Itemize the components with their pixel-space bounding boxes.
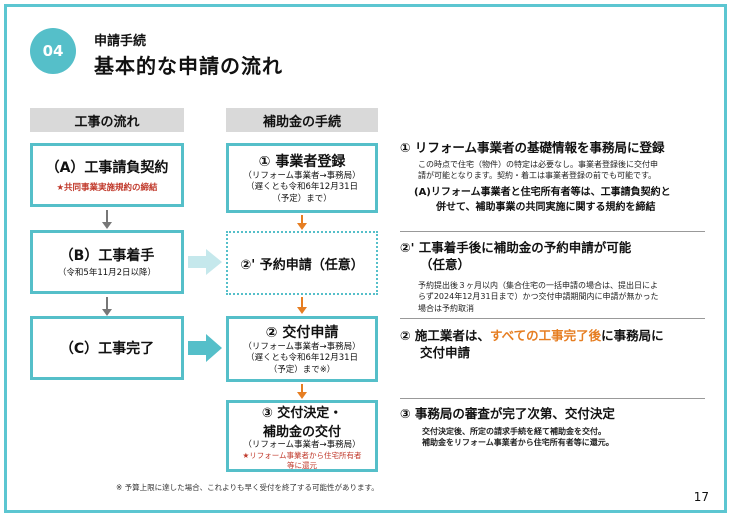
subsidy-procedure-header: 補助金の手続 — [226, 108, 378, 132]
grant-decision-return-note-1: ★リフォーム事業者から住宅所有者 — [242, 450, 362, 460]
business-registration-deadline: （遅くとも令和6年12月31日 — [245, 182, 359, 193]
grant-decision-box: ③ 交付決定・ 補助金の交付 （リフォーム事業者→事務局） ★リフォーム事業者か… — [226, 400, 378, 472]
section-number-badge: 04 — [30, 28, 76, 74]
step-1-sub-2: 併せて、補助事業の共同実施に関する規約を締結 — [436, 201, 656, 213]
application-arrow-icon — [188, 334, 222, 362]
step-2p-text-3: 場合は予約取消 — [418, 303, 474, 313]
step-2-description: ② 施工業者は、すべての工事完了後に事務局に 交付申請 — [400, 328, 700, 362]
grant-decision-title-1: ③ 交付決定・ — [261, 405, 343, 421]
divider-3 — [400, 398, 705, 399]
reservation-arrow-icon — [188, 249, 222, 275]
grant-application-box: ② 交付申請 （リフォーム事業者→事務局） （遅くとも令和6年12月31日 （予… — [226, 316, 378, 382]
footnote: ※ 予算上限に達した場合、これよりも早く受付を終了する可能性があります。 — [116, 483, 379, 492]
step-1-heading: ① リフォーム事業者の基礎情報を事務局に登録 — [400, 140, 665, 155]
step-2-heading-highlight: すべての工事完了後 — [489, 328, 602, 343]
flow-arrow-a-b — [102, 210, 112, 229]
grant-decision-return-note-2: 等に還元 — [287, 460, 317, 470]
page-number: 17 — [693, 490, 709, 504]
step-2p-text-2: らず2024年12月31日まで）かつ交付申請期間内に申請が無かった — [418, 292, 659, 302]
contract-note: ★共同事業実施規約の締結 — [56, 183, 158, 193]
step-3-description: ③ 事務局の審査が完了次第、交付決定 交付決定後、所定の請求手続を経て補助金を交… — [400, 406, 700, 449]
contract-box: （A）工事請負契約 ★共同事業実施規約の締結 — [30, 143, 184, 207]
step-1-text-1: この時点で住宅（物件）の特定は必要なし。事業者登録後に交付申 — [418, 159, 658, 169]
page-title: 基本的な申請の流れ — [94, 54, 283, 78]
step-3-text-2: 補助金をリフォーム事業者から住宅所有者等に還元。 — [422, 438, 614, 448]
section-subtitle: 申請手続 — [94, 34, 147, 49]
construction-start-date: （令和5年11月2日以降） — [57, 267, 157, 278]
grant-application-deadline: （遅くとも令和6年12月31日 — [245, 353, 359, 364]
divider-1 — [400, 231, 705, 232]
step-1-sub-1: (A)リフォーム事業者と住宅所有者等は、工事請負契約と — [414, 187, 671, 199]
step-3-text-1: 交付決定後、所定の請求手続を経て補助金を交付。 — [422, 426, 606, 436]
grant-application-deadline-note: （予定）まで※） — [268, 364, 336, 375]
step-2p-heading-1: ②' 工事着手後に補助金の予約申請が可能 — [400, 240, 632, 255]
reservation-application-box: ②' 予約申請（任意） — [226, 231, 378, 295]
step-2-heading-1: ② 施工業者は、すべての工事完了後に事務局に — [400, 328, 700, 345]
flow-arrow-2p-2 — [297, 297, 307, 314]
flow-arrow-1-2p — [297, 215, 307, 230]
reservation-application-title: ②' 予約申請（任意） — [240, 257, 364, 273]
grant-application-title: ② 交付申請 — [265, 324, 339, 341]
construction-complete-box: （C）工事完了 — [30, 316, 184, 380]
flow-arrow-b-c — [102, 297, 112, 316]
business-registration-route: （リフォーム事業者→事務局） — [243, 170, 361, 181]
construction-start-box: （B）工事着手 （令和5年11月2日以降） — [30, 230, 184, 294]
business-registration-title: ① 事業者登録 — [258, 153, 346, 170]
contract-title: （A）工事請負契約 — [45, 160, 169, 176]
grant-application-route: （リフォーム事業者→事務局） — [243, 341, 361, 352]
construction-flow-header: 工事の流れ — [30, 108, 184, 132]
step-2p-text-1: 予約提出後３ヶ月以内（集合住宅の一括申請の場合は、提出日によ — [418, 280, 658, 290]
step-1-description: ① リフォーム事業者の基礎情報を事務局に登録 この時点で住宅（物件）の特定は必要… — [400, 140, 700, 215]
step-2-heading-2: 交付申請 — [420, 344, 471, 360]
business-registration-box: ① 事業者登録 （リフォーム事業者→事務局） （遅くとも令和6年12月31日 （… — [226, 143, 378, 213]
flow-arrow-2-3 — [297, 384, 307, 399]
step-2-heading-c: に事務局に — [601, 328, 664, 343]
step-2p-heading-2: （任意） — [420, 256, 471, 272]
step-1-text-2: 請が可能となります。契約・着工は事業者登録の前でも可能です。 — [418, 171, 657, 181]
construction-complete-title: （C）工事完了 — [59, 341, 155, 357]
step-2-heading-a: ② 施工業者は、 — [400, 328, 490, 343]
step-3-heading: ③ 事務局の審査が完了次第、交付決定 — [400, 406, 615, 421]
business-registration-deadline-note: （予定）まで） — [272, 193, 332, 204]
grant-decision-title-2: 補助金の交付 — [262, 424, 341, 440]
grant-decision-route: （リフォーム事業者→事務局） — [243, 439, 361, 450]
construction-start-title: （B）工事着手 — [59, 247, 155, 264]
divider-2 — [400, 318, 705, 319]
step-2p-description: ②' 工事着手後に補助金の予約申請が可能 （任意） 予約提出後３ヶ月以内（集合住… — [400, 240, 700, 315]
